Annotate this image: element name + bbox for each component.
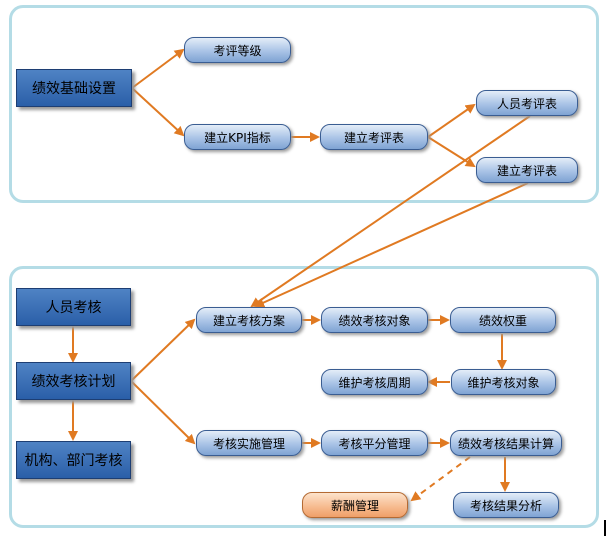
node-dept-review[interactable]: 机构、部门考核 (16, 441, 131, 479)
node-review-target[interactable]: 绩效考核对象 (321, 307, 428, 333)
node-label: 建立考评表 (343, 130, 404, 145)
node-label: 考核结果分析 (469, 498, 542, 513)
arrow-root-to-kpi (131, 87, 185, 137)
arrow-plan-to-implement (130, 380, 196, 445)
node-label: 考核平分管理 (338, 436, 411, 451)
node-build-eval-table-2[interactable]: 建立考评表 (476, 157, 578, 183)
arrow-evaltable-to-person (427, 103, 476, 138)
node-person-eval-table[interactable]: 人员考评表 (476, 90, 578, 116)
edge-cursor-mark (604, 520, 606, 536)
arrow-plan-to-scheme (130, 318, 196, 382)
node-result-calc[interactable]: 绩效考核结果计算 (450, 430, 562, 456)
node-label: 绩效考核计划 (31, 374, 116, 390)
node-label: 建立考核方案 (212, 313, 285, 328)
node-label: 维护考核周期 (338, 375, 411, 390)
node-result-analysis[interactable]: 考核结果分析 (453, 492, 559, 518)
node-label: 薪酬管理 (330, 498, 379, 513)
node-label: 考核实施管理 (212, 436, 285, 451)
node-label: 维护考核对象 (467, 375, 540, 390)
node-performance-base-setup[interactable]: 绩效基础设置 (16, 69, 132, 107)
node-person-review[interactable]: 人员考核 (16, 288, 131, 326)
node-build-scheme[interactable]: 建立考核方案 (196, 307, 302, 333)
node-build-eval-table[interactable]: 建立考评表 (320, 124, 428, 150)
node-eval-grade[interactable]: 考评等级 (184, 37, 291, 63)
node-maintain-target[interactable]: 维护考核对象 (451, 369, 556, 395)
node-label: 绩效考核结果计算 (457, 436, 554, 451)
node-label: 人员考核 (45, 300, 102, 316)
node-label: 人员考评表 (496, 96, 557, 111)
arrow-evaltable2-to-scheme (254, 182, 529, 308)
node-label: 绩效权重 (478, 313, 527, 328)
node-implementation[interactable]: 考核实施管理 (196, 430, 302, 456)
arrow-calc-to-salary-dashed (410, 456, 471, 502)
node-label: 机构、部门考核 (24, 453, 123, 469)
node-maintain-cycle[interactable]: 维护考核周期 (321, 369, 428, 395)
arrow-root-to-grade (131, 48, 185, 89)
node-label: 建立KPI指标 (204, 130, 271, 145)
node-performance-plan[interactable]: 绩效考核计划 (16, 362, 131, 400)
node-salary[interactable]: 薪酬管理 (302, 492, 408, 518)
arrow-person-to-scheme (250, 115, 531, 308)
node-label: 绩效考核对象 (338, 313, 411, 328)
node-performance-weight[interactable]: 绩效权重 (450, 307, 556, 333)
node-label: 考评等级 (213, 43, 262, 58)
node-scoring[interactable]: 考核平分管理 (321, 430, 428, 456)
arrow-evaltable-to-evaltable2 (427, 136, 476, 168)
node-label: 建立考评表 (496, 163, 557, 178)
node-build-kpi[interactable]: 建立KPI指标 (184, 124, 291, 150)
node-label: 绩效基础设置 (32, 81, 116, 97)
